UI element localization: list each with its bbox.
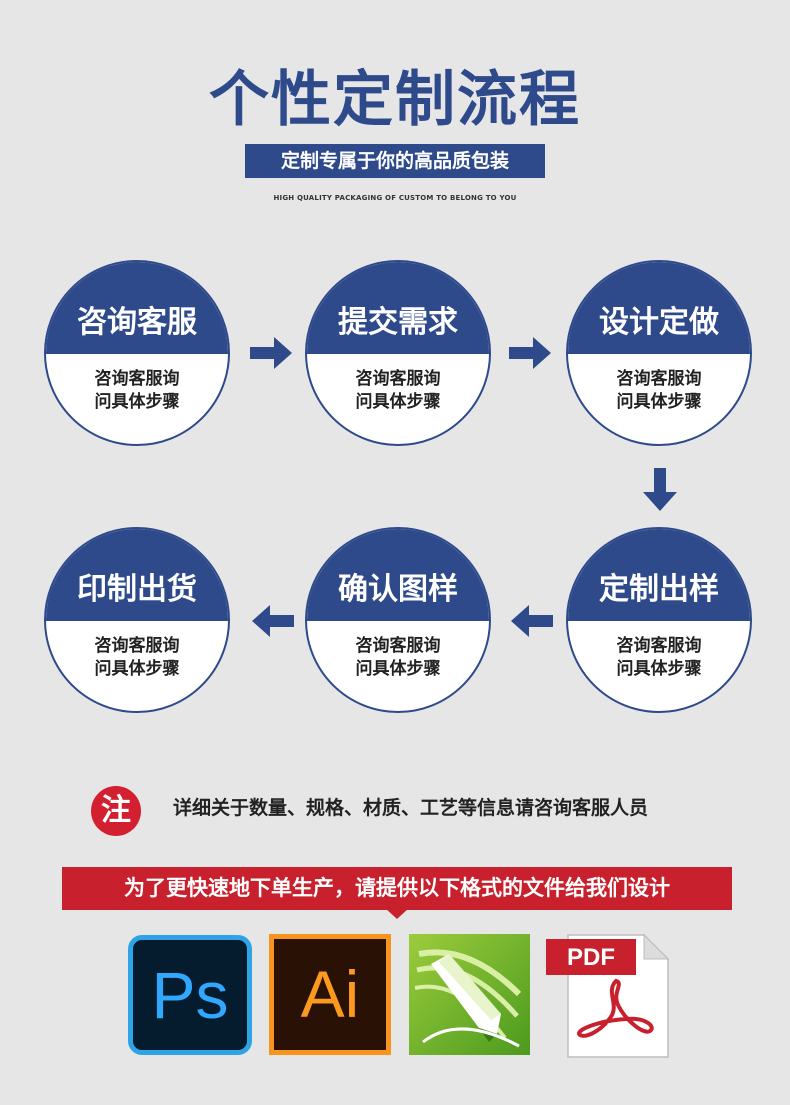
note-text: 详细关于数量、规格、材质、工艺等信息请咨询客服人员 bbox=[173, 797, 649, 819]
step-title: 咨询客服 bbox=[46, 262, 228, 354]
step-description: 咨询客服询 问具体步骤 bbox=[568, 368, 750, 414]
step-title: 印制出货 bbox=[46, 529, 228, 621]
step-desc-line: 咨询客服询 bbox=[355, 636, 441, 656]
arrow-right-icon bbox=[509, 337, 551, 369]
step-print: 印制出货 咨询客服询 问具体步骤 bbox=[44, 527, 230, 713]
step-confirm: 确认图样 咨询客服询 问具体步骤 bbox=[305, 527, 491, 713]
step-submit: 提交需求 咨询客服询 问具体步骤 bbox=[305, 260, 491, 446]
coreldraw-icon bbox=[409, 934, 530, 1055]
pdf-label: PDF bbox=[567, 944, 615, 971]
page-title: 个性定制流程 bbox=[209, 65, 581, 135]
step-title: 确认图样 bbox=[307, 529, 489, 621]
step-desc-line: 问具体步骤 bbox=[355, 392, 441, 412]
subtitle-banner: 定制专属于你的高品质包装 bbox=[245, 144, 545, 178]
step-desc-line: 问具体步骤 bbox=[94, 659, 180, 679]
pdf-icon: PDF bbox=[546, 933, 670, 1058]
step-desc-line: 问具体步骤 bbox=[94, 392, 180, 412]
step-design: 设计定做 咨询客服询 问具体步骤 bbox=[566, 260, 752, 446]
step-description: 咨询客服询 问具体步骤 bbox=[307, 368, 489, 414]
photoshop-icon: Ps bbox=[128, 935, 252, 1055]
step-desc-line: 咨询客服询 bbox=[94, 636, 180, 656]
step-desc-line: 问具体步骤 bbox=[616, 659, 702, 679]
step-desc-line: 咨询客服询 bbox=[616, 636, 702, 656]
step-sample: 定制出样 咨询客服询 问具体步骤 bbox=[566, 527, 752, 713]
step-title: 定制出样 bbox=[568, 529, 750, 621]
step-desc-line: 咨询客服询 bbox=[616, 369, 702, 389]
illustrator-icon: Ai bbox=[269, 934, 391, 1055]
arrow-left-icon bbox=[511, 605, 553, 637]
step-description: 咨询客服询 问具体步骤 bbox=[568, 635, 750, 681]
step-title: 设计定做 bbox=[568, 262, 750, 354]
arrow-down-icon bbox=[643, 468, 677, 511]
step-desc-line: 问具体步骤 bbox=[616, 392, 702, 412]
arrow-left-icon bbox=[252, 605, 294, 637]
english-tagline: HIGH QUALITY PACKAGING OF CUSTOM TO BELO… bbox=[273, 194, 517, 202]
step-description: 咨询客服询 问具体步骤 bbox=[46, 635, 228, 681]
step-desc-line: 咨询客服询 bbox=[355, 369, 441, 389]
step-consult: 咨询客服 咨询客服询 问具体步骤 bbox=[44, 260, 230, 446]
note-badge: 注 bbox=[91, 786, 141, 836]
format-banner: 为了更快速地下单生产，请提供以下格式的文件给我们设计 bbox=[62, 867, 732, 910]
step-description: 咨询客服询 问具体步骤 bbox=[307, 635, 489, 681]
banner-pointer bbox=[385, 908, 409, 919]
step-desc-line: 咨询客服询 bbox=[94, 369, 180, 389]
arrow-right-icon bbox=[250, 337, 292, 369]
step-desc-line: 问具体步骤 bbox=[355, 659, 441, 679]
step-description: 咨询客服询 问具体步骤 bbox=[46, 368, 228, 414]
step-title: 提交需求 bbox=[307, 262, 489, 354]
